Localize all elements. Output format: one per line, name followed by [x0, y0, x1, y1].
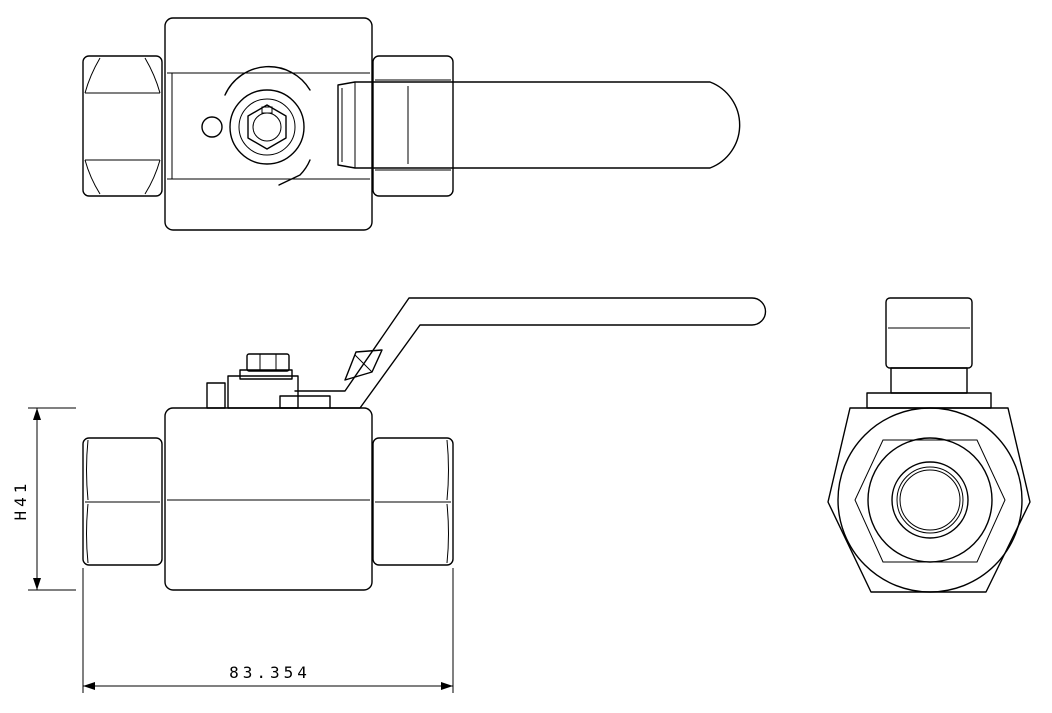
top-right-nut: [372, 55, 454, 197]
front-left-nut: [82, 437, 163, 566]
top-stop-plate: [201, 65, 311, 186]
top-left-nut: [82, 55, 163, 197]
top-view: [82, 17, 741, 231]
side-flange: [866, 392, 992, 409]
height-dimension: H41: [11, 407, 76, 591]
side-stem-neck: [890, 367, 968, 394]
side-outer-circle: [837, 407, 1023, 593]
front-right-nut: [372, 437, 454, 566]
top-handle: [337, 81, 741, 169]
side-inner-hex: [854, 439, 1006, 563]
side-view: [827, 297, 1031, 593]
width-dimension: 83.354: [82, 568, 454, 693]
height-label: H41: [11, 480, 30, 521]
front-stem: [206, 353, 331, 409]
side-stem-top: [885, 297, 973, 369]
side-hex-body: [827, 407, 1031, 593]
top-body: [164, 17, 373, 231]
front-view: [82, 297, 767, 591]
front-body: [164, 407, 373, 591]
side-bore: [891, 461, 969, 539]
front-handle: [294, 297, 767, 409]
top-stem: [229, 89, 305, 165]
width-label: 83.354: [229, 663, 311, 682]
